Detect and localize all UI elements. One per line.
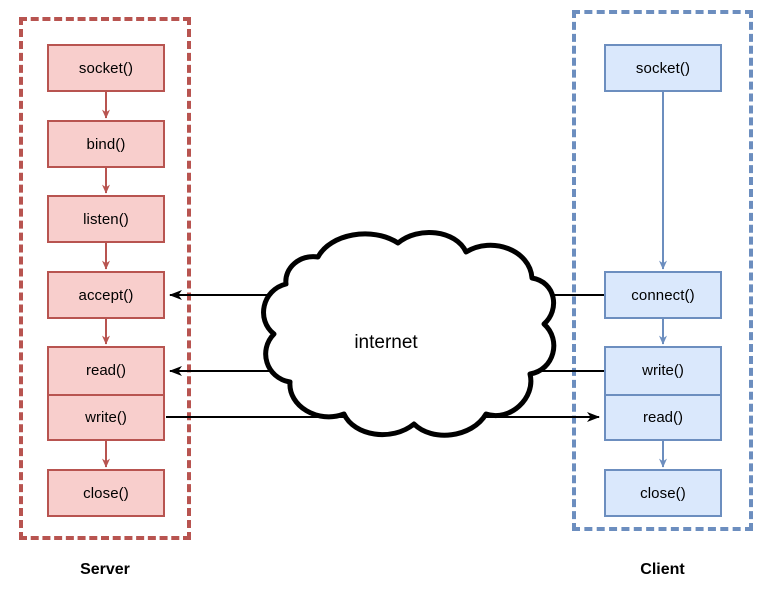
internet-cloud-label: internet [354, 332, 418, 353]
server-node-socket[interactable]: socket() [47, 44, 165, 92]
client-node-connect-label: connect() [631, 286, 695, 304]
client-zone [572, 10, 753, 531]
client-node-close[interactable]: close() [604, 469, 722, 517]
server-node-read[interactable]: read() [49, 348, 163, 394]
client-node-read-label: read() [642, 408, 683, 426]
client-zone-label: Client [640, 561, 685, 578]
client-node-connect[interactable]: connect() [604, 271, 722, 319]
client-node-close-label: close() [640, 484, 686, 502]
client-node-socket-label: socket() [635, 59, 691, 77]
server-node-write-label: write() [85, 408, 127, 426]
client-node-write-read-group[interactable]: write() read() [604, 346, 722, 441]
server-node-bind-label: bind() [86, 135, 126, 153]
server-node-socket-label: socket() [78, 59, 134, 77]
server-node-accept-label: accept() [78, 286, 134, 304]
client-node-socket[interactable]: socket() [604, 44, 722, 92]
server-zone [19, 17, 191, 540]
server-node-accept[interactable]: accept() [47, 271, 165, 319]
server-node-write[interactable]: write() [49, 393, 163, 440]
server-zone-label: Server [80, 561, 130, 578]
server-node-close[interactable]: close() [47, 469, 165, 517]
server-node-listen[interactable]: listen() [47, 195, 165, 243]
server-node-read-label: read() [85, 362, 126, 380]
client-node-write-label: write() [642, 362, 684, 380]
client-node-read[interactable]: read() [606, 393, 720, 440]
server-node-bind[interactable]: bind() [47, 120, 165, 168]
server-node-read-write-group[interactable]: read() write() [47, 346, 165, 441]
client-node-write[interactable]: write() [606, 348, 720, 394]
server-node-listen-label: listen() [83, 210, 129, 228]
server-node-close-label: close() [83, 484, 129, 502]
